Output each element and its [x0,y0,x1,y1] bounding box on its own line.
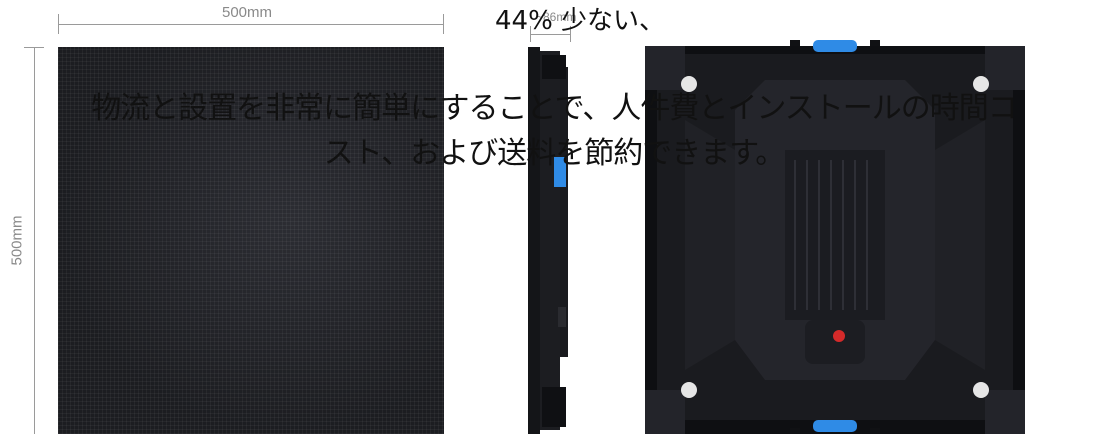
depth-dimension-line [530,34,570,35]
depth-dimension-tick-right [570,26,571,42]
width-dimension-label: 500mm [222,4,273,21]
led-panel-back-view [645,40,1025,434]
description-line-1: 物流と設置を非常に簡単にすることで、人件費とインストールの時間コ [91,91,1018,126]
headline-percent: 44% 少ない、 [495,6,666,36]
height-dimension-tick-top [24,47,44,48]
led-panel-front-view [58,47,444,434]
width-dimension-tick-left [58,14,59,34]
width-dimension-line [58,24,444,25]
depth-dimension-label: ~86mm [536,10,577,24]
width-dimension-tick-right [443,14,444,34]
description-line-2: スト、および送料を節約できます。 [323,136,785,171]
height-dimension-line [34,47,35,434]
led-panel-side-view [528,47,568,434]
depth-dimension-tick-left [530,26,531,42]
height-dimension-label: 500mm [8,215,26,266]
